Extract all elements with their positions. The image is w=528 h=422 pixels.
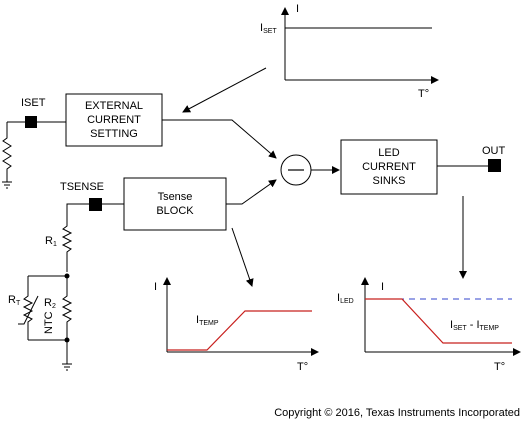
tsense-network: TSENSE R1 R2 RT NTC [8, 181, 124, 371]
iset-graph-ylabel: I [296, 3, 299, 15]
out-pin-label: OUT [482, 145, 506, 157]
tsense-pointer-arrow [231, 227, 254, 287]
ntc-label: NTC [43, 311, 55, 334]
summing-node [280, 154, 312, 186]
r1-resistor [61, 203, 89, 272]
led-current-sinks-block: LED CURRENT SINKS [340, 139, 438, 195]
copyright-text: Copyright © 2016, Texas Instruments Inco… [274, 407, 520, 419]
tsense-block: Tsense BLOCK [123, 177, 227, 231]
tsense-block-line1: Tsense [158, 191, 193, 203]
iset-pin [25, 116, 37, 128]
tsense-block-line2: BLOCK [156, 205, 194, 217]
itemp-graph-trace [167, 310, 312, 351]
rt-label: RT [8, 294, 21, 307]
sinks-block-line3: SINKS [372, 175, 405, 187]
external-block-line1: EXTERNAL [85, 100, 143, 112]
iled-graph-xlabel: T° [494, 361, 505, 373]
iset-graph: I T° ISET [260, 3, 439, 100]
external-block-line2: CURRENT [87, 114, 141, 126]
iset-network: ISET [2, 97, 66, 189]
iset-pin-label: ISET [21, 97, 46, 109]
ntc-thermistor [22, 276, 34, 340]
iled-graph-ylabel: I [381, 281, 384, 293]
iled-graph-trace-label: ISET - ITEMP [450, 319, 499, 332]
r2-label: R2 [44, 297, 56, 310]
tsense-to-summer-wire [226, 179, 277, 205]
iled-graph-y-marker: ILED [337, 292, 354, 305]
tsense-pin-label: TSENSE [60, 181, 104, 193]
itemp-graph-ylabel: I [154, 281, 157, 293]
external-current-setting-block: EXTERNAL CURRENT SETTING [65, 93, 163, 147]
iled-graph-trace [365, 298, 512, 344]
itemp-graph: I T° ITEMP [154, 277, 319, 373]
itemp-graph-xlabel: T° [297, 361, 308, 373]
r1-label: R1 [45, 235, 57, 248]
iset-resistor [2, 122, 12, 182]
tsense-pin [89, 198, 102, 211]
out-pin [488, 159, 501, 172]
sinks-block-line2: CURRENT [362, 161, 416, 173]
iset-graph-xlabel: T° [418, 88, 429, 100]
iset-graph-pointer-arrow [182, 67, 267, 113]
r2-resistor [61, 290, 73, 340]
iled-graph: I T° ILED ISET - ITEMP [337, 277, 521, 373]
itemp-graph-trace-label: ITEMP [196, 314, 219, 327]
external-block-line3: SETTING [90, 128, 138, 140]
sinks-block-line1: LED [378, 147, 399, 159]
iset-graph-trace-label: ISET [260, 22, 277, 35]
external-to-summer-wire [162, 119, 277, 159]
